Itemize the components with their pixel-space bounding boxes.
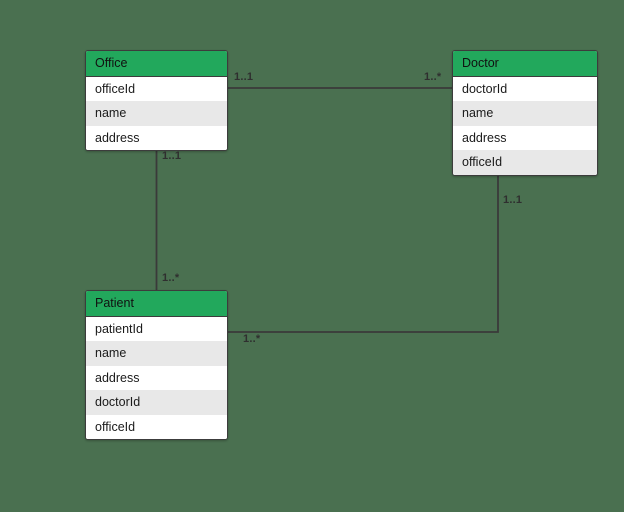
cardinality-office-doctor-target: 1..* <box>424 71 442 83</box>
cardinality-doctor-patient-target: 1..* <box>243 333 261 345</box>
entity-doctor-attributes: doctorId name address officeId <box>453 76 597 175</box>
edge-doctor-patient[interactable] <box>227 171 499 333</box>
entity-office-attributes: officeId name address <box>86 76 227 150</box>
attribute-row: address <box>86 125 227 150</box>
attribute-row: officeId <box>86 414 227 439</box>
attribute-row: officeId <box>86 76 227 101</box>
cardinality-office-patient-target: 1..* <box>162 272 180 284</box>
cardinality-office-doctor-source: 1..1 <box>234 71 254 83</box>
entity-patient-title: Patient <box>86 291 227 317</box>
attribute-row: name <box>86 101 227 126</box>
attribute-row: doctorId <box>86 390 227 415</box>
entity-doctor-title: Doctor <box>453 51 597 77</box>
attribute-row: address <box>453 125 597 150</box>
entity-office-title: Office <box>86 51 227 77</box>
attribute-row: address <box>86 365 227 390</box>
attribute-row: doctorId <box>453 76 597 101</box>
attribute-row: officeId <box>453 150 597 175</box>
cardinality-office-patient-source: 1..1 <box>162 150 182 162</box>
cardinality-doctor-patient-source: 1..1 <box>503 194 523 206</box>
attribute-row: name <box>453 101 597 126</box>
entity-patient-attributes: patientId name address doctorId officeId <box>86 316 227 439</box>
attribute-row: patientId <box>86 316 227 341</box>
entity-office[interactable]: Office officeId name address <box>85 50 228 151</box>
entity-doctor[interactable]: Doctor doctorId name address officeId <box>452 50 598 176</box>
entity-patient[interactable]: Patient patientId name address doctorId … <box>85 290 228 440</box>
attribute-row: name <box>86 341 227 366</box>
